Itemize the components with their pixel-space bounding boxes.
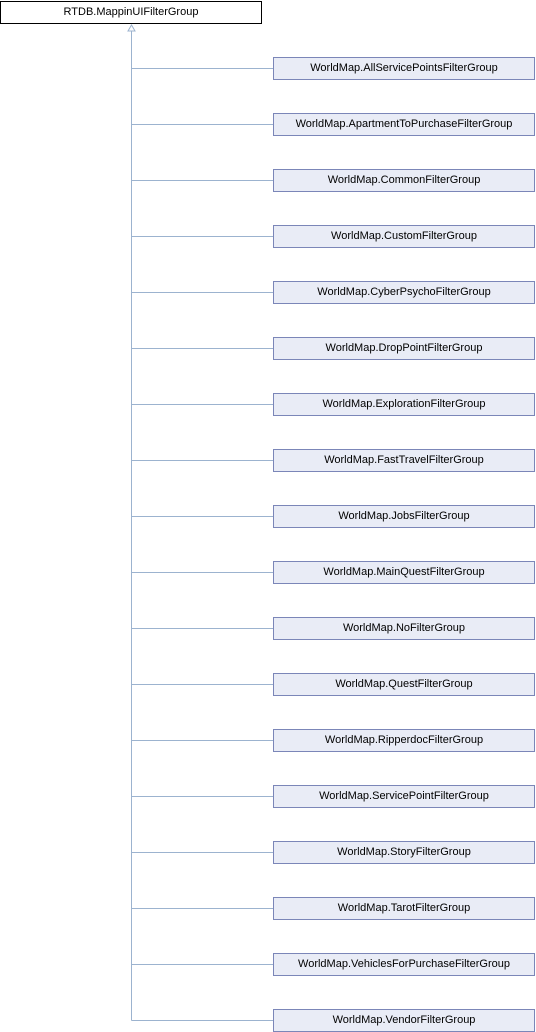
derived-class-node[interactable]: WorldMap.CustomFilterGroup <box>273 225 535 248</box>
inheritance-arrowhead <box>127 24 136 32</box>
derived-class-node[interactable]: WorldMap.ServicePointFilterGroup <box>273 785 535 808</box>
derived-class-node[interactable]: WorldMap.QuestFilterGroup <box>273 673 535 696</box>
derived-class-node[interactable]: WorldMap.TarotFilterGroup <box>273 897 535 920</box>
derived-class-node[interactable]: WorldMap.VendorFilterGroup <box>273 1009 535 1032</box>
derived-class-node[interactable]: WorldMap.CommonFilterGroup <box>273 169 535 192</box>
derived-class-node[interactable]: WorldMap.ExplorationFilterGroup <box>273 393 535 416</box>
derived-class-node[interactable]: WorldMap.MainQuestFilterGroup <box>273 561 535 584</box>
derived-class-node[interactable]: WorldMap.ApartmentToPurchaseFilterGroup <box>273 113 535 136</box>
derived-class-node[interactable]: WorldMap.StoryFilterGroup <box>273 841 535 864</box>
derived-class-node[interactable]: WorldMap.RipperdocFilterGroup <box>273 729 535 752</box>
derived-class-node[interactable]: WorldMap.VehiclesForPurchaseFilterGroup <box>273 953 535 976</box>
derived-class-node[interactable]: WorldMap.FastTravelFilterGroup <box>273 449 535 472</box>
derived-class-node[interactable]: WorldMap.NoFilterGroup <box>273 617 535 640</box>
base-class-node[interactable]: RTDB.MappinUIFilterGroup <box>0 1 262 24</box>
derived-class-node[interactable]: WorldMap.DropPointFilterGroup <box>273 337 535 360</box>
derived-class-node[interactable]: WorldMap.JobsFilterGroup <box>273 505 535 528</box>
derived-class-node[interactable]: WorldMap.AllServicePointsFilterGroup <box>273 57 535 80</box>
derived-class-node[interactable]: WorldMap.CyberPsychoFilterGroup <box>273 281 535 304</box>
